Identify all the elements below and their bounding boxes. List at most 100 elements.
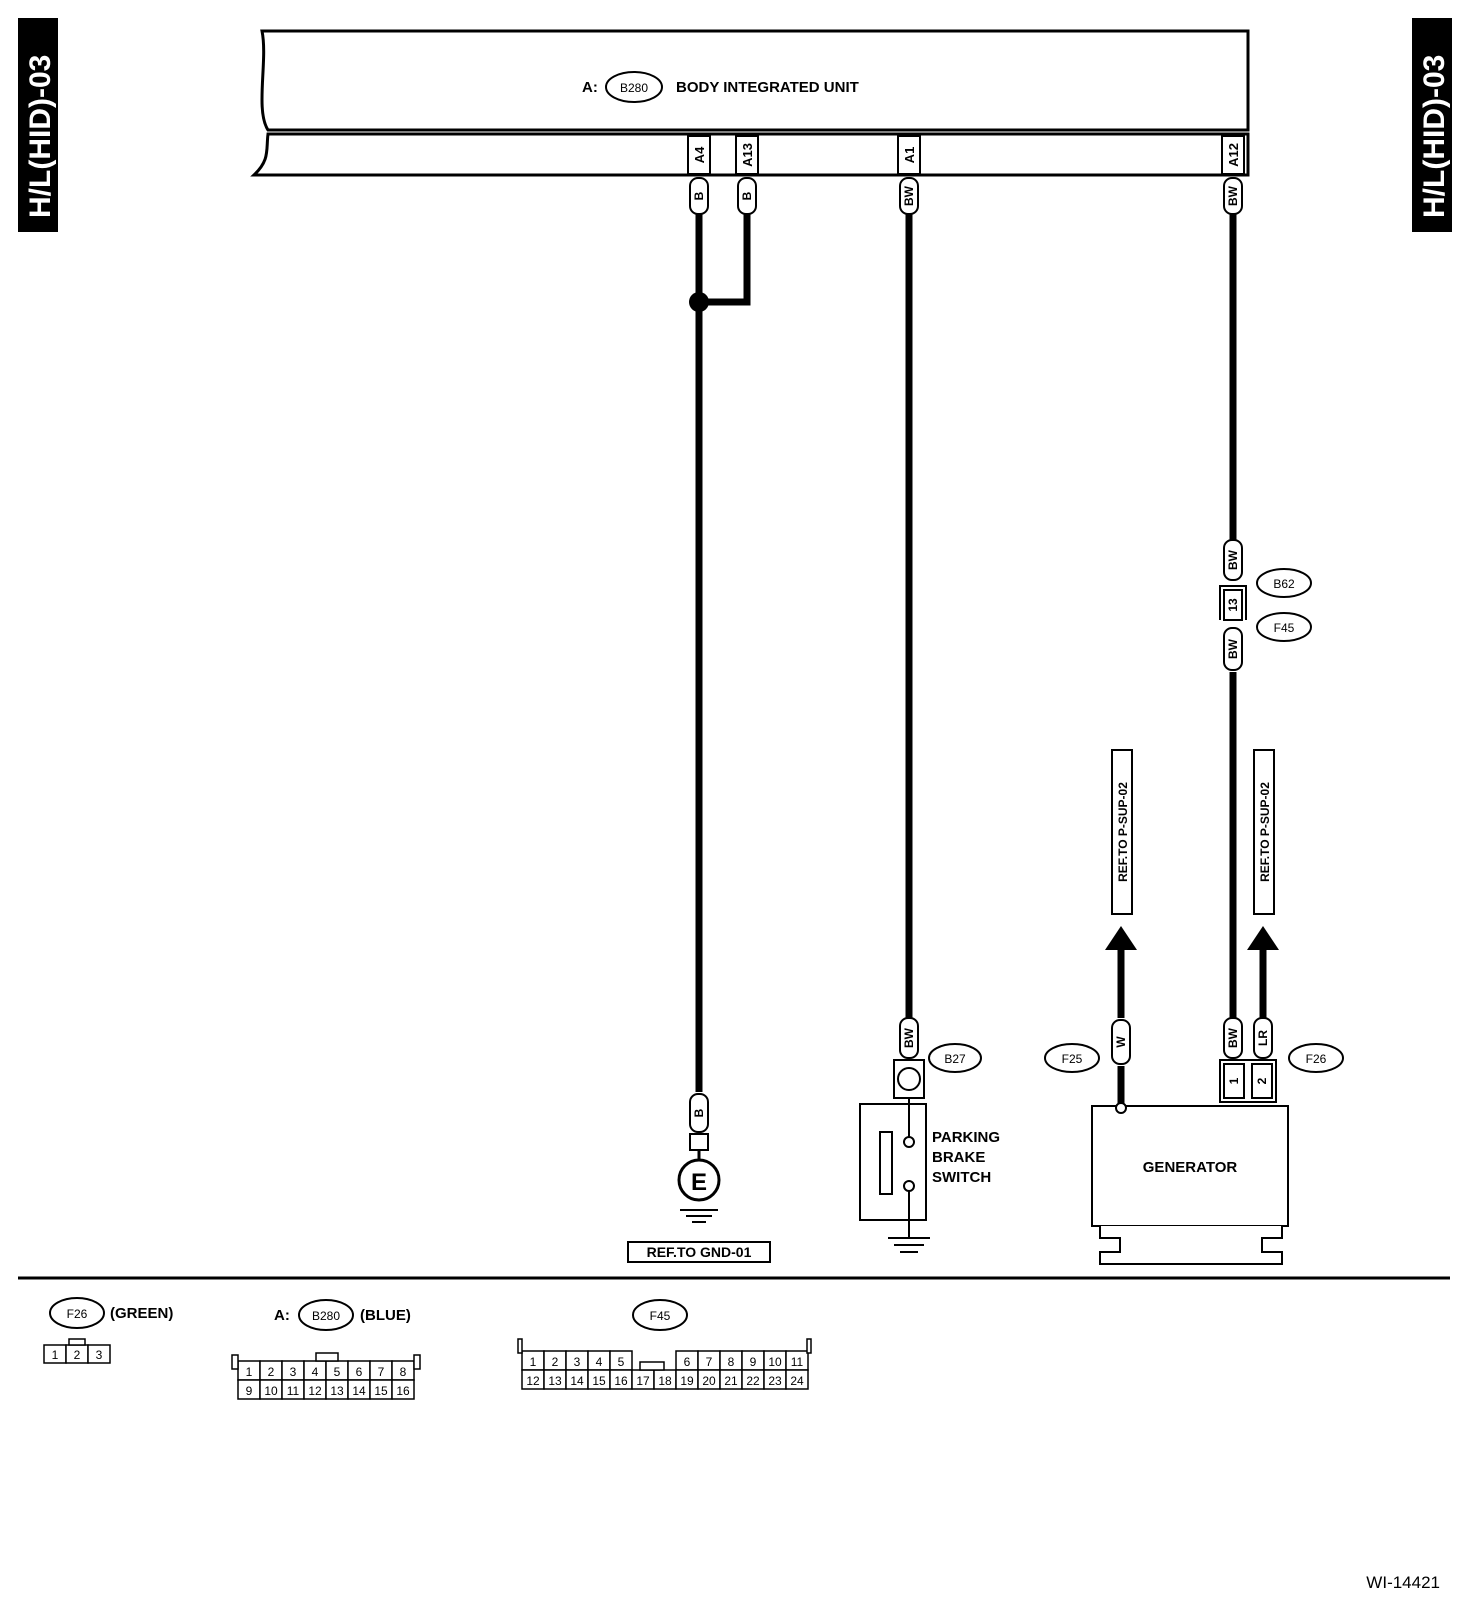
connector-b62-id: B62 xyxy=(1273,577,1295,591)
legend-f26-color: (GREEN) xyxy=(110,1305,173,1322)
legend-f45-pin-label: 14 xyxy=(570,1374,584,1388)
gen-pin-1: 1 xyxy=(1227,1077,1241,1084)
legend-f45-pin-label: 21 xyxy=(724,1374,738,1388)
legend-f45-pin-label: 5 xyxy=(618,1355,625,1369)
legend-f45-pin-label: 2 xyxy=(552,1355,559,1369)
pin-a1-label: A1 xyxy=(902,147,917,164)
connector-f45-id: F45 xyxy=(1274,621,1295,635)
wire-tag-a1: BW xyxy=(899,177,919,215)
legend-f26-pin-label: 3 xyxy=(96,1348,103,1362)
generator-label: GENERATOR xyxy=(1143,1159,1238,1176)
gen-wire-tag-w: W xyxy=(1114,1036,1128,1048)
legend-f45-pin-label: 12 xyxy=(526,1374,540,1388)
legend-f45-pin-label: 10 xyxy=(768,1355,782,1369)
connector-b27-id: B27 xyxy=(944,1052,966,1066)
side-tab-right: H/L(HID)-03 xyxy=(1412,18,1452,232)
legend-f26-key xyxy=(68,1338,86,1346)
legend-b280-pin-label: 10 xyxy=(264,1384,278,1398)
wire-tag-a13: B xyxy=(737,177,757,215)
legend-b280-latch xyxy=(413,1354,421,1370)
connector-b62-f45: BW 13 BW B62 F45 xyxy=(1219,539,1312,671)
legend-f26-pin-label: 2 xyxy=(74,1348,81,1362)
legend-b280-pin-label: 3 xyxy=(290,1365,297,1379)
arrow-up-icon xyxy=(1105,926,1137,950)
splice-junction xyxy=(689,292,709,312)
figure-id: WI-14421 xyxy=(1366,1573,1440,1592)
unit-prefix: A: xyxy=(582,79,598,96)
ref-p-sup-02-right: REF.TO P-SUP-02 xyxy=(1247,749,1279,950)
legend-f45-pin-label: 11 xyxy=(791,1355,804,1369)
ref-p-sup-02-left-label: REF.TO P-SUP-02 xyxy=(1116,782,1130,882)
arrow-up-icon xyxy=(1247,926,1279,950)
generator: W F25 BW LR 1 2 F26 GENERATOR xyxy=(1044,1017,1344,1265)
legend-b280-pin-label: 5 xyxy=(334,1365,341,1379)
legend-b280-pin-label: 8 xyxy=(400,1365,407,1379)
legend-f45-pin-label: 20 xyxy=(702,1374,716,1388)
wire-tag-a13-label: B xyxy=(740,191,754,200)
legend-b280-pin-label: 13 xyxy=(330,1384,344,1398)
legend-f45-pin-label: 7 xyxy=(706,1355,713,1369)
legend-b280-pin-label: 7 xyxy=(378,1365,385,1379)
legend-b280-pin-label: 12 xyxy=(308,1384,322,1398)
legend-b280-pin-label: 2 xyxy=(268,1365,275,1379)
legend-f45-latch xyxy=(806,1338,812,1354)
pin-a12-label: A12 xyxy=(1226,143,1241,167)
legend-f45-pin-label: 24 xyxy=(790,1374,804,1388)
side-tab-right-label: H/L(HID)-03 xyxy=(1418,55,1451,218)
legend-f45-key xyxy=(639,1361,665,1371)
switch-wire-tag: BW xyxy=(902,1027,916,1048)
legend-b280-prefix: A: xyxy=(274,1307,290,1324)
legend-b280-latch xyxy=(231,1354,239,1370)
wire-tag-a4-label: B xyxy=(692,191,706,200)
legend-f45-pin-label: 22 xyxy=(746,1374,760,1388)
legend-b280-pin-label: 9 xyxy=(246,1384,253,1398)
switch-label-line1: PARKING xyxy=(932,1129,1000,1146)
gen-pin-2: 2 xyxy=(1255,1077,1269,1084)
unit-pin-a4: A4 xyxy=(687,135,711,175)
pin-a4-label: A4 xyxy=(692,146,707,163)
legend-f26-pin xyxy=(87,1344,111,1364)
legend-b280-pin-label: 11 xyxy=(287,1384,300,1398)
ref-p-sup-02-right-label: REF.TO P-SUP-02 xyxy=(1258,782,1272,882)
ground-wire-tag: B xyxy=(692,1108,706,1117)
unit-pin-a12: A12 xyxy=(1221,135,1245,175)
wire-tag-a12-mid-bottom: BW xyxy=(1226,638,1240,659)
legend-f45-pin-label: 9 xyxy=(750,1355,757,1369)
side-tab-left: H/L(HID)-03 xyxy=(18,18,58,232)
ground-e-label: E xyxy=(691,1169,707,1196)
wire-tag-a4: B xyxy=(689,177,709,215)
gen-wire-tag-bw: BW xyxy=(1226,1027,1240,1048)
ground-e: B E REF.TO GND-01 xyxy=(627,1093,771,1263)
unit-pin-a1: A1 xyxy=(897,135,921,175)
legend-f45-pin-label: 18 xyxy=(658,1374,672,1388)
unit-connector-id: B280 xyxy=(620,81,648,95)
legend-f45-pin-label: 17 xyxy=(636,1374,650,1388)
legend-b280-pin-label: 14 xyxy=(352,1384,366,1398)
switch-label-line2: BRAKE xyxy=(932,1149,985,1166)
wire-tag-a12: BW xyxy=(1223,177,1243,215)
ref-gnd-01-label: REF.TO GND-01 xyxy=(647,1244,752,1260)
switch-label-line3: SWITCH xyxy=(932,1169,991,1186)
wire-tag-a12-mid-top: BW xyxy=(1226,549,1240,570)
legend-b280-pin-label: 15 xyxy=(374,1384,388,1398)
legend-f45-pin-label: 4 xyxy=(596,1355,603,1369)
wires xyxy=(695,214,1267,1106)
legend-b280-pin-label: 16 xyxy=(396,1384,410,1398)
legend-f45-pin-label: 1 xyxy=(530,1355,537,1369)
ref-p-sup-02-left: REF.TO P-SUP-02 xyxy=(1105,749,1137,950)
legend-b280-pin-label: 6 xyxy=(356,1365,363,1379)
pin-a13-label: A13 xyxy=(740,143,755,167)
connector-f25-id: F25 xyxy=(1062,1052,1083,1066)
connector-b62-pin: 13 xyxy=(1226,598,1240,612)
legend-f45-id: F45 xyxy=(650,1309,671,1323)
parking-brake-switch: BW B27 PARKING BRAKE SWITCH xyxy=(859,1017,1000,1253)
legend-b280-color: (BLUE) xyxy=(360,1307,411,1324)
wire-tag-a1-label: BW xyxy=(902,185,916,206)
legend-f45-pin-label: 13 xyxy=(548,1374,562,1388)
legend-b280-pin xyxy=(391,1379,415,1400)
legend-f45-pin-label: 15 xyxy=(592,1374,606,1388)
legend-f26-pin-label: 1 xyxy=(52,1348,59,1362)
